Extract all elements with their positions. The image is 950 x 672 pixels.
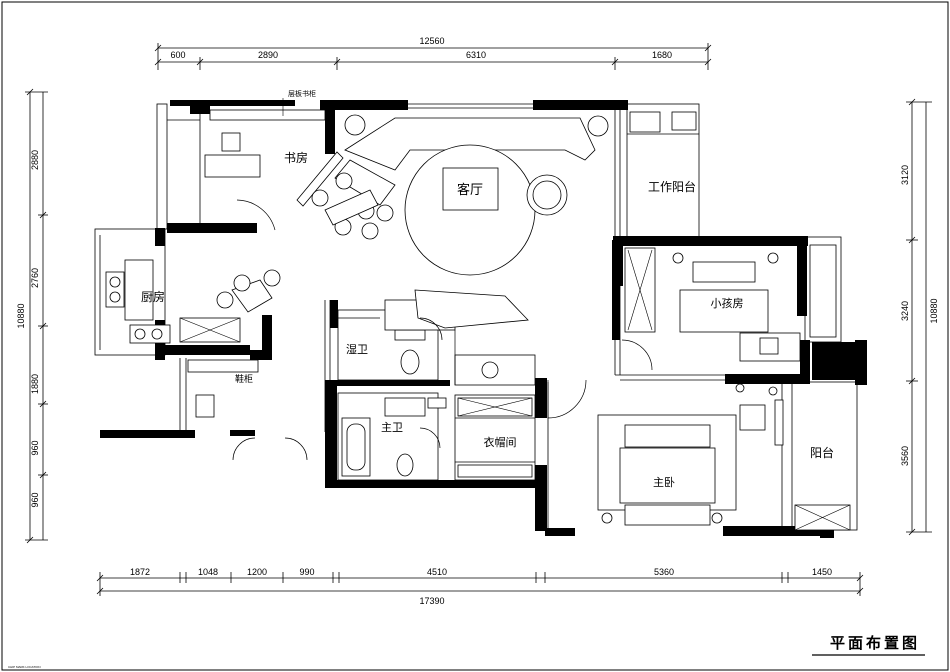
room-label-master-bath: 主卫 bbox=[381, 421, 403, 434]
bottom-dimension-6: 5360 bbox=[654, 567, 674, 577]
left-dimension-lines bbox=[25, 88, 48, 544]
right-total-dimension: 10880 bbox=[929, 298, 939, 323]
right-dimension-2: 3240 bbox=[900, 301, 910, 321]
top-dimension-lines bbox=[154, 43, 712, 70]
right-dimension-lines bbox=[906, 98, 932, 536]
bottom-dimension-4: 990 bbox=[299, 567, 314, 577]
room-label-kitchen: 厨房 bbox=[141, 289, 165, 304]
left-dimension-3: 1880 bbox=[30, 374, 40, 394]
furniture bbox=[105, 109, 851, 531]
left-total-dimension: 10880 bbox=[16, 303, 26, 328]
room-label-cloakroom: 衣帽间 bbox=[484, 435, 517, 449]
bottom-dimension-3: 1200 bbox=[247, 567, 267, 577]
bottom-dimension-2: 1048 bbox=[198, 567, 218, 577]
bottom-dimension-1: 1872 bbox=[130, 567, 150, 577]
room-label-wet-bath: 湿卫 bbox=[346, 343, 368, 356]
top-dimension-1: 600 bbox=[170, 50, 185, 60]
bottom-dimension-7: 1450 bbox=[812, 567, 832, 577]
bookshelf-note: 层板书柜 bbox=[288, 89, 316, 98]
structural-walls bbox=[100, 100, 867, 538]
left-dimension-2: 2760 bbox=[30, 268, 40, 288]
right-dimension-1: 3120 bbox=[900, 165, 910, 185]
label-shoe-cabinet: 鞋柜 bbox=[235, 373, 253, 385]
left-dimension-4: 960 bbox=[30, 440, 40, 455]
left-dimension-1: 2880 bbox=[30, 150, 40, 170]
room-label-balcony: 阳台 bbox=[810, 445, 834, 460]
left-dimension-5: 960 bbox=[30, 492, 40, 507]
right-dimension-3: 3560 bbox=[900, 446, 910, 466]
room-label-living: 客厅 bbox=[457, 182, 483, 198]
bottom-total-dimension: 17390 bbox=[419, 596, 444, 606]
room-label-kids-room: 小孩房 bbox=[711, 297, 744, 310]
bedside-lamps bbox=[601, 252, 779, 524]
room-label-study: 书房 bbox=[284, 150, 308, 165]
bottom-dimension-5: 4510 bbox=[427, 567, 447, 577]
top-dimension-4: 1680 bbox=[652, 50, 672, 60]
room-label-master-bed: 主卧 bbox=[653, 476, 675, 489]
door-swings bbox=[232, 199, 653, 461]
top-dimension-3: 6310 bbox=[466, 50, 486, 60]
drawing-stamp: CHIP MARK LOCATION bbox=[8, 665, 41, 669]
top-total-dimension: 12560 bbox=[419, 36, 444, 46]
bottom-dimension-lines bbox=[96, 572, 864, 596]
room-label-work-balcony: 工作阳台 bbox=[648, 179, 696, 194]
drawing-title: 平面布置图 bbox=[830, 634, 920, 652]
top-dimension-2: 2890 bbox=[258, 50, 278, 60]
cabinet-hatching bbox=[179, 249, 853, 531]
